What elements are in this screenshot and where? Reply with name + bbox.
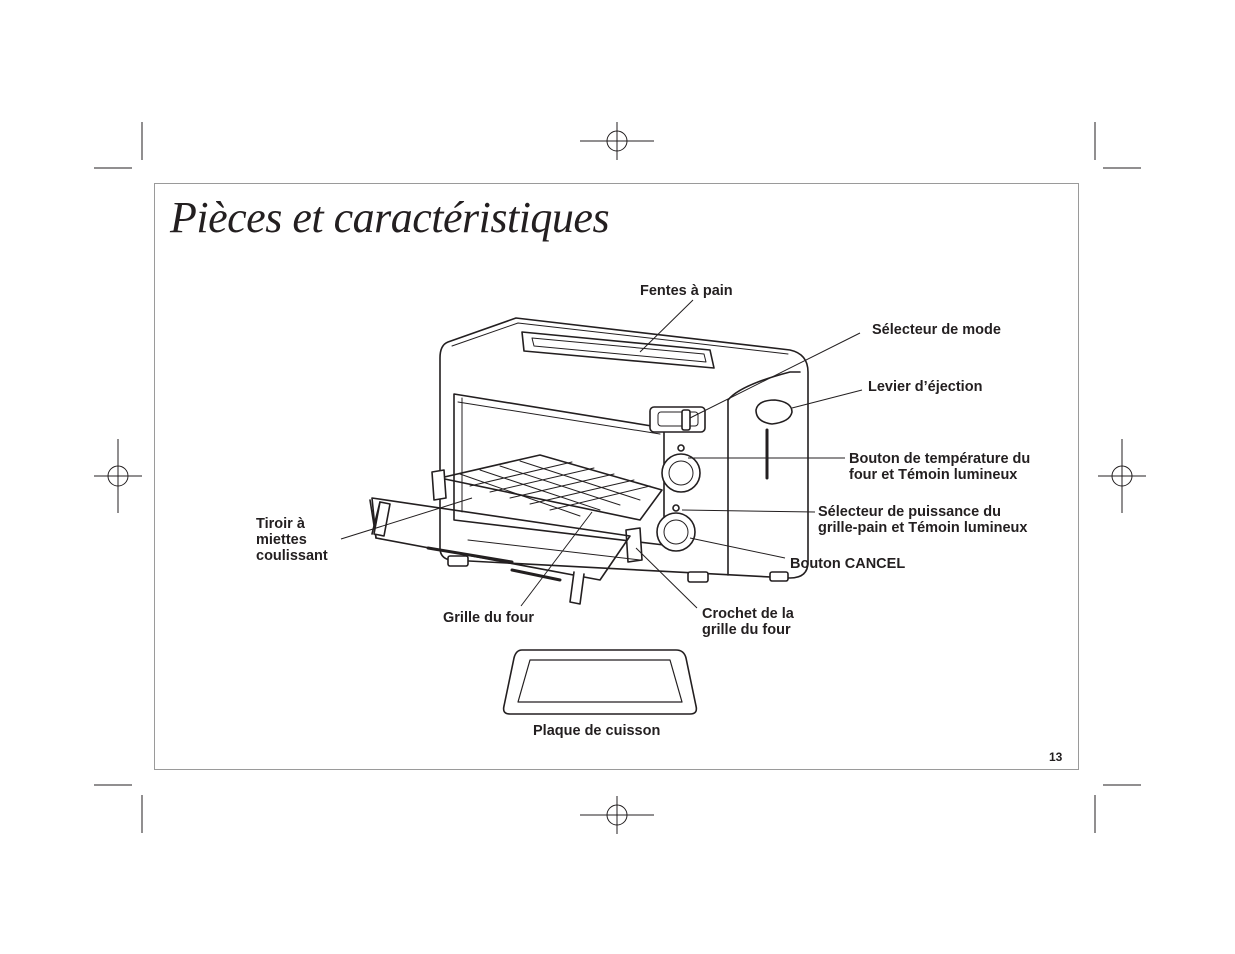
label-oven-temp: Bouton de température du four et Témoin … [849, 451, 1030, 483]
toast-shade-knob [656, 512, 696, 552]
label-toast-shade-line1: Sélecteur de puissance du [818, 504, 1001, 520]
baking-pan-shape [502, 649, 698, 715]
label-rack-hook-line1: Crochet de la [702, 606, 794, 622]
page-frame [154, 183, 1079, 770]
label-baking-pan: Plaque de cuisson [533, 723, 661, 739]
page-title: Pièces et caractéristiques [170, 193, 610, 242]
label-rack-hook-line2: grille du four [702, 622, 791, 638]
oven-temp-knob [661, 453, 701, 493]
bread-slot-shape [521, 331, 715, 369]
label-oven-rack: Grille du four [443, 610, 535, 626]
label-crumb-tray-line2: miettes [256, 532, 307, 548]
leader-lines [340, 299, 863, 609]
label-crumb-tray-line1: Tiroir à [256, 516, 305, 532]
label-mode-selector: Sélecteur de mode [872, 322, 1001, 338]
label-eject-lever: Levier d’éjection [868, 379, 983, 395]
label-cancel-button: Bouton CANCEL [790, 556, 906, 572]
label-oven-temp-line1: Bouton de température du [849, 451, 1031, 467]
eject-lever-shape [755, 399, 793, 425]
label-oven-temp-line2: four et Témoin lumineux [849, 467, 1018, 483]
label-toast-shade: Sélecteur de puissance du grille-pain et… [818, 504, 1027, 536]
rack-hook-left [431, 469, 447, 501]
label-toast-shade-line2: grille-pain et Témoin lumineux [818, 520, 1028, 536]
label-crumb-tray: Tiroir à miettes coulissant [256, 516, 328, 564]
label-rack-hook: Crochet de la grille du four [702, 606, 794, 638]
page-number: 13 [1049, 750, 1063, 764]
label-bread-slots: Fentes à pain [640, 283, 733, 299]
rack-hook-right [625, 527, 643, 563]
oven-rack-shape [439, 454, 663, 521]
label-crumb-tray-line3: coulissant [256, 548, 328, 564]
